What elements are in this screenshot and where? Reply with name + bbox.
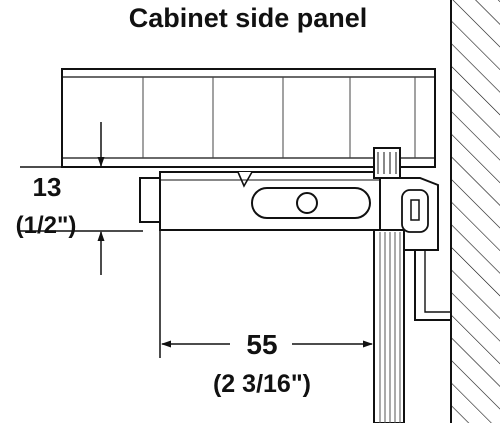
- vertical-dimension: 13 (1/2"): [16, 122, 143, 275]
- frame-shaft: [373, 229, 405, 423]
- cabinet-side-panel: [450, 0, 500, 423]
- mounting-plate: [373, 147, 451, 321]
- vertical-dimension-imperial: (1/2"): [16, 212, 77, 239]
- diagram-title: Cabinet side panel: [129, 3, 368, 33]
- horizontal-dimension-imperial: (2 3/16"): [213, 370, 311, 398]
- door-panel: [61, 68, 436, 168]
- vertical-dimension-metric: 13: [33, 172, 62, 202]
- horizontal-dimension: 55 (2 3/16"): [159, 230, 373, 398]
- hinge-arm: [139, 171, 381, 231]
- horizontal-dimension-metric: 55: [246, 329, 277, 360]
